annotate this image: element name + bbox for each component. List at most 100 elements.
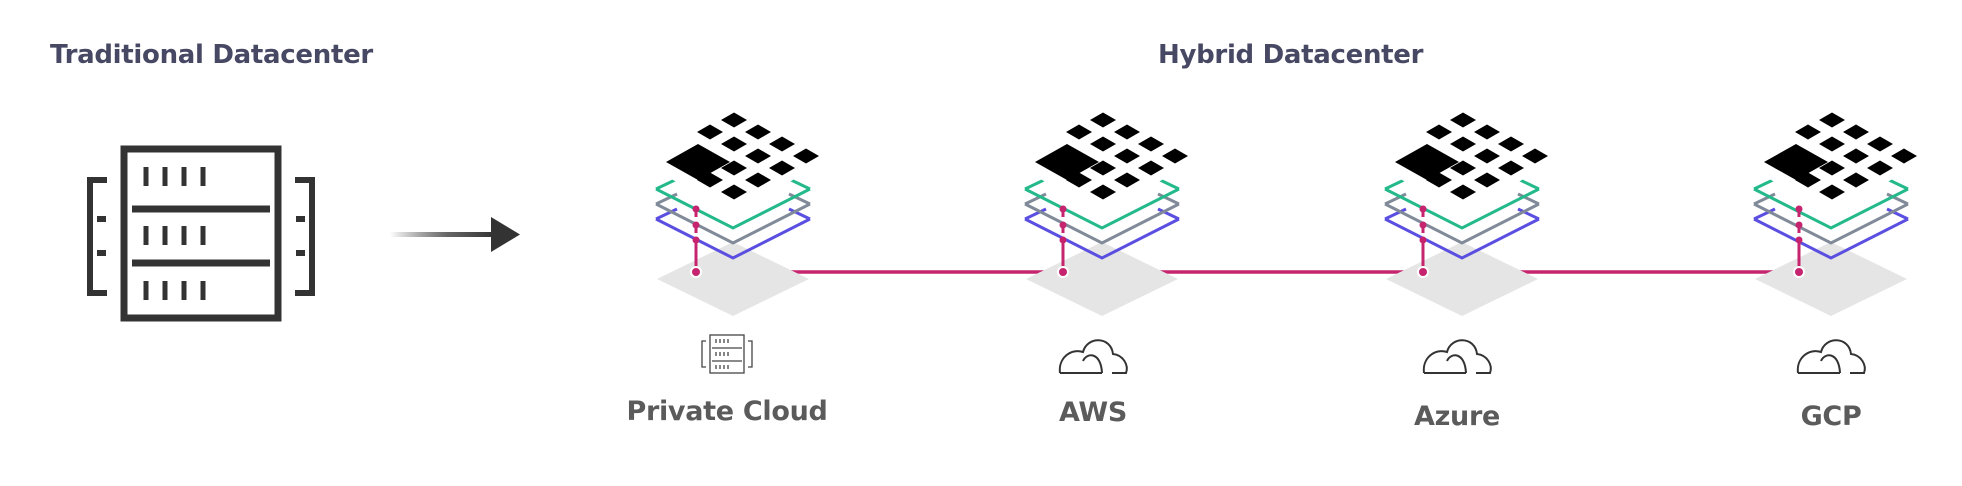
compute-block-small bbox=[769, 160, 795, 176]
compute-block-small bbox=[1891, 148, 1917, 164]
compute-block-small bbox=[1450, 184, 1476, 200]
connector-dot bbox=[1419, 221, 1427, 229]
compute-block-small bbox=[1066, 124, 1092, 140]
layer-gray bbox=[1753, 202, 1909, 245]
layer-green bbox=[1384, 187, 1540, 230]
layer-green-edge bbox=[1024, 177, 1047, 191]
cloud-icon bbox=[1796, 339, 1866, 374]
connector-dot bbox=[1795, 221, 1803, 229]
compute-block-small bbox=[697, 124, 723, 140]
layer-blue-edge bbox=[1384, 207, 1407, 221]
site-label-private-cloud: Private Cloud bbox=[626, 396, 828, 427]
compute-block-small bbox=[1450, 160, 1476, 176]
layer-green-edge bbox=[655, 177, 678, 191]
compute-block-small bbox=[1522, 148, 1548, 164]
cloud-icon bbox=[1422, 339, 1492, 374]
layer-green bbox=[655, 187, 811, 230]
compute-block-small bbox=[1843, 124, 1869, 140]
compute-block-small bbox=[1795, 172, 1821, 188]
compute-block-small bbox=[1066, 172, 1092, 188]
cloud-icon bbox=[1058, 339, 1128, 374]
compute-block-small bbox=[1450, 136, 1476, 152]
connector-dot bbox=[1059, 236, 1067, 244]
layer-gray bbox=[655, 202, 811, 245]
layer-blue-edge bbox=[1886, 207, 1909, 221]
compute-block-small bbox=[1426, 172, 1452, 188]
connector-dot bbox=[692, 236, 700, 244]
stack-gcp bbox=[1753, 112, 1917, 316]
compute-block-small bbox=[1090, 160, 1116, 176]
compute-block-small bbox=[1114, 124, 1140, 140]
compute-block-large bbox=[1395, 144, 1459, 180]
compute-block-small bbox=[1867, 136, 1893, 152]
compute-block-small bbox=[1843, 148, 1869, 164]
compute-block-small bbox=[1090, 112, 1116, 128]
layer-gray-edge bbox=[1384, 192, 1407, 206]
compute-block-small bbox=[1867, 160, 1893, 176]
layer-blue-edge bbox=[1517, 207, 1540, 221]
compute-block-small bbox=[1843, 172, 1869, 188]
compute-block-small bbox=[793, 148, 819, 164]
site-label-gcp: GCP bbox=[1800, 401, 1862, 432]
compute-block-large bbox=[1035, 144, 1099, 180]
compute-block-small bbox=[1498, 136, 1524, 152]
layer-green-edge bbox=[1753, 177, 1776, 191]
layer-blue-edge bbox=[655, 207, 678, 221]
connector-dot bbox=[1795, 236, 1803, 244]
stack-private-cloud bbox=[655, 112, 819, 316]
compute-block-large bbox=[666, 144, 730, 180]
compute-block-small bbox=[769, 136, 795, 152]
connector-dot bbox=[1419, 205, 1427, 213]
connector-dot bbox=[1059, 205, 1067, 213]
layer-blue bbox=[655, 217, 811, 260]
compute-block-small bbox=[1090, 184, 1116, 200]
arrow-right-icon bbox=[390, 217, 520, 252]
compute-block-small bbox=[721, 112, 747, 128]
compute-block-small bbox=[1474, 148, 1500, 164]
compute-block-small bbox=[721, 184, 747, 200]
stack-azure bbox=[1384, 112, 1548, 316]
connector-dot bbox=[692, 205, 700, 213]
layer-gray-edge bbox=[1753, 192, 1776, 206]
compute-block-small bbox=[1114, 172, 1140, 188]
platform-base bbox=[1026, 242, 1178, 316]
compute-block-small bbox=[721, 136, 747, 152]
site-icons bbox=[701, 334, 1866, 374]
compute-block-small bbox=[1474, 124, 1500, 140]
compute-block-small bbox=[697, 172, 723, 188]
layer-blue bbox=[1024, 217, 1180, 260]
right-bracket bbox=[295, 177, 315, 296]
platform-base bbox=[1755, 242, 1907, 316]
platform-base bbox=[1386, 242, 1538, 316]
layer-green-edge bbox=[1517, 177, 1540, 191]
compute-block-small bbox=[1138, 160, 1164, 176]
layer-green-edge bbox=[788, 177, 811, 191]
connector-node bbox=[1059, 268, 1067, 276]
stack-aws bbox=[1024, 112, 1188, 316]
site-label-azure: Azure bbox=[1414, 401, 1500, 432]
compute-block-small bbox=[1819, 184, 1845, 200]
rack-frame bbox=[120, 145, 282, 322]
layer-gray-edge bbox=[1024, 192, 1047, 206]
left-bracket bbox=[87, 177, 107, 296]
connector-dot bbox=[1795, 205, 1803, 213]
server-rack-icon bbox=[87, 145, 315, 322]
layer-gray bbox=[1384, 202, 1540, 245]
connector-dot bbox=[1419, 236, 1427, 244]
compute-block-small bbox=[1426, 124, 1452, 140]
server-rack-icon bbox=[701, 334, 753, 374]
platform-base bbox=[657, 242, 809, 316]
site-label-aws: AWS bbox=[1058, 397, 1128, 428]
layer-blue bbox=[1384, 217, 1540, 260]
layer-blue bbox=[1753, 217, 1909, 260]
layer-gray-edge bbox=[655, 192, 678, 206]
compute-block-small bbox=[1819, 160, 1845, 176]
layer-blue-edge bbox=[1157, 207, 1180, 221]
compute-block-small bbox=[1474, 172, 1500, 188]
layer-green-edge bbox=[1384, 177, 1407, 191]
compute-block-small bbox=[1114, 148, 1140, 164]
connector-dot bbox=[1059, 221, 1067, 229]
layer-gray-edge bbox=[1157, 192, 1180, 206]
layer-gray-edge bbox=[1517, 192, 1540, 206]
